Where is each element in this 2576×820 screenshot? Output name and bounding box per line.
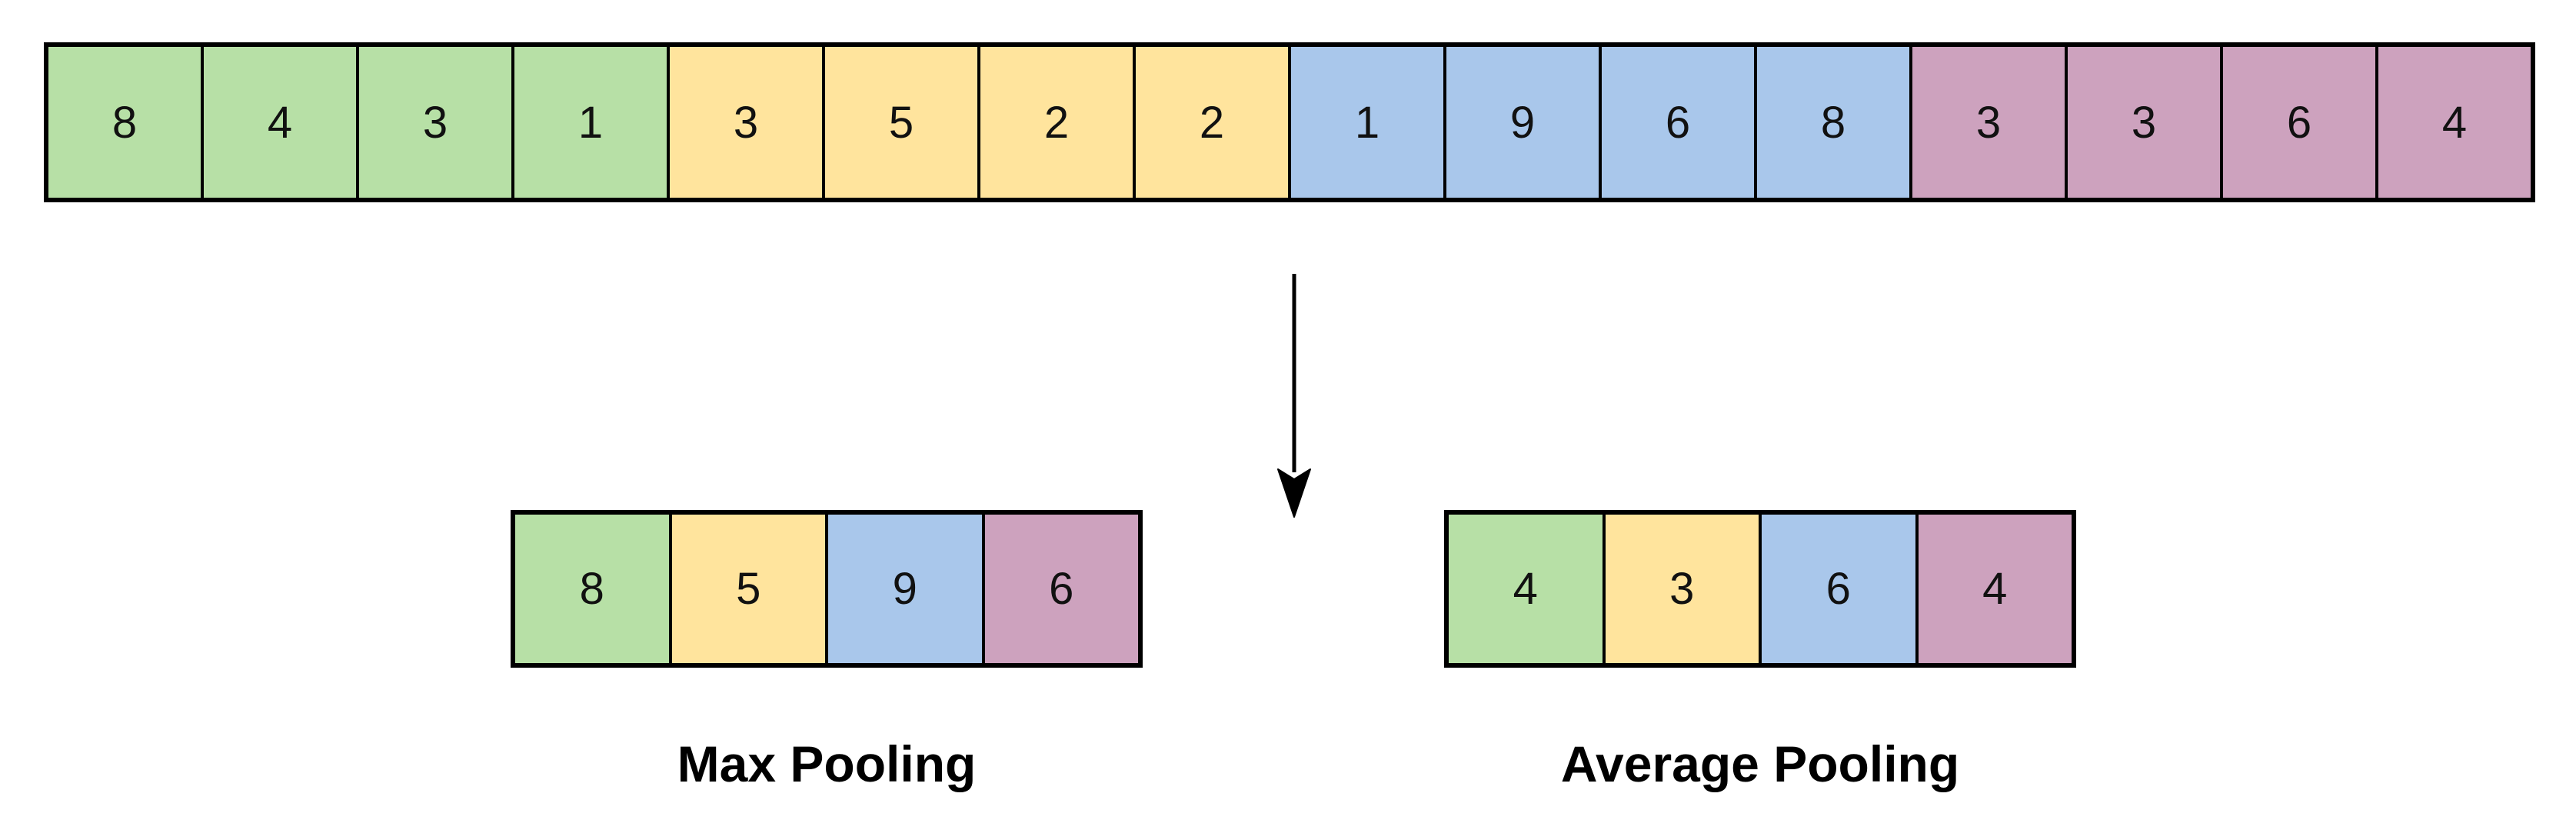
input-cell: 3 [356, 47, 511, 198]
average-pooling-cell: 4 [1915, 515, 2072, 663]
input-cell: 3 [2065, 47, 2220, 198]
input-cell: 2 [1133, 47, 1288, 198]
down-arrow-icon [1277, 274, 1311, 518]
input-cell: 8 [1754, 47, 1909, 198]
input-cell: 6 [1599, 47, 1754, 198]
input-cell: 9 [1443, 47, 1599, 198]
max-pooling-cell: 6 [981, 515, 1138, 663]
input-cell: 6 [2220, 47, 2375, 198]
input-cell: 4 [201, 47, 356, 198]
average-pooling-label: Average Pooling [1560, 735, 1960, 792]
input-cell: 8 [48, 47, 201, 198]
max-pooling-cell: 8 [515, 515, 669, 663]
input-array: 8 4 3 1 3 5 2 2 1 9 6 8 3 3 6 4 [44, 42, 2535, 202]
average-pooling-cell: 6 [1759, 515, 1915, 663]
max-pooling-label: Max Pooling [677, 735, 977, 792]
max-pooling-cell: 9 [825, 515, 982, 663]
input-cell: 2 [977, 47, 1133, 198]
max-pooling-cell: 5 [668, 515, 825, 663]
input-cell: 1 [511, 47, 667, 198]
input-cell: 1 [1288, 47, 1443, 198]
max-pooling-array: 8 5 9 6 [511, 510, 1143, 668]
input-cell: 3 [667, 47, 822, 198]
input-cell: 4 [2375, 47, 2531, 198]
average-pooling-cell: 3 [1602, 515, 1759, 663]
input-cell: 5 [822, 47, 977, 198]
input-cell: 3 [1909, 47, 2065, 198]
average-pooling-cell: 4 [1449, 515, 1603, 663]
average-pooling-array: 4 3 6 4 [1444, 510, 2076, 668]
